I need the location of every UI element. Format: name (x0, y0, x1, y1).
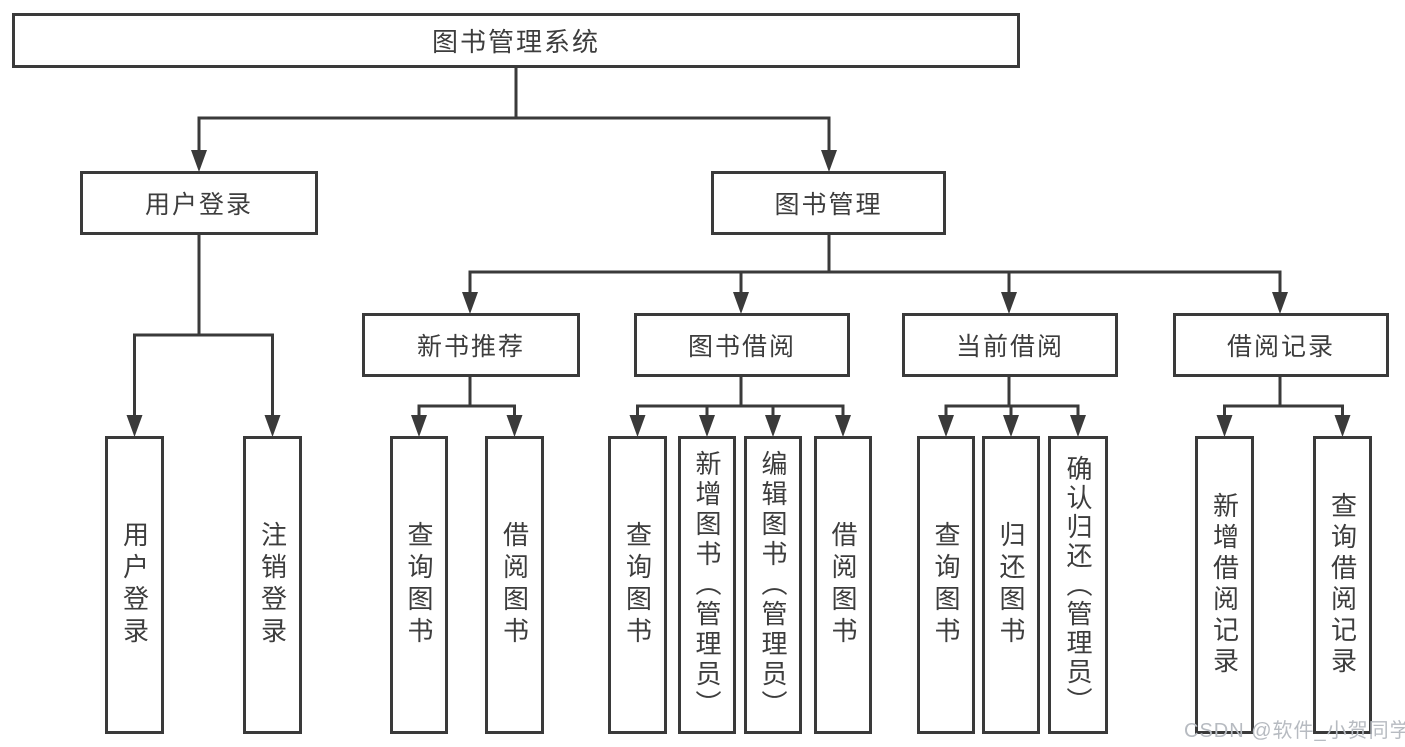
leaf-query-books-3: 查询图书 (917, 436, 975, 734)
leaf-query-books-2: 查询图书 (608, 436, 667, 734)
leaf-label: 查询图书 (931, 521, 961, 649)
leaf-query-borrow-record: 查询借阅记录 (1313, 436, 1372, 734)
leaf-borrow-books-2: 借阅图书 (814, 436, 872, 734)
csdn-watermark: CSDN @软件_小贺同学 (1184, 720, 1405, 742)
node-book-borrow: 图书借阅 (634, 313, 850, 377)
leaf-label: 新增图书（管理员） (692, 450, 722, 720)
leaf-label: 查询图书 (404, 521, 434, 649)
leaf-label: 注销登录 (257, 521, 288, 649)
leaf-label: 编辑图书（管理员） (758, 450, 788, 720)
leaf-label: 归还图书 (996, 521, 1026, 649)
node-label: 当前借阅 (955, 333, 1064, 361)
leaf-label: 确认归还（管理员） (1063, 454, 1093, 716)
leaf-label: 查询借阅记录 (1327, 492, 1358, 678)
node-new-book-recommend: 新书推荐 (362, 313, 580, 377)
node-root-system: 图书管理系统 (12, 13, 1020, 68)
leaf-label: 借阅图书 (828, 521, 858, 649)
leaf-label: 借阅图书 (499, 521, 530, 649)
node-label: 图书借阅 (687, 333, 796, 361)
node-user-login-branch: 用户登录 (80, 171, 318, 235)
leaf-return-books: 归还图书 (982, 436, 1040, 734)
node-book-management-branch: 图书管理 (711, 171, 946, 235)
node-root-label: 图书管理系统 (431, 27, 600, 57)
leaf-logout: 注销登录 (243, 436, 302, 734)
leaf-label: 查询图书 (622, 521, 653, 649)
node-label: 新书推荐 (416, 333, 525, 361)
leaf-user-login: 用户登录 (105, 436, 164, 734)
node-label: 借阅记录 (1226, 333, 1335, 361)
leaf-confirm-return-admin: 确认归还（管理员） (1048, 436, 1108, 734)
node-label: 图书管理 (774, 191, 883, 219)
leaf-add-books-admin: 新增图书（管理员） (678, 436, 736, 734)
node-current-borrow: 当前借阅 (902, 313, 1118, 377)
leaf-label: 用户登录 (119, 521, 150, 649)
node-label: 用户登录 (144, 191, 253, 219)
leaf-query-books-1: 查询图书 (390, 436, 448, 734)
node-borrow-records: 借阅记录 (1173, 313, 1389, 377)
leaf-add-borrow-record: 新增借阅记录 (1195, 436, 1254, 734)
leaf-borrow-books-1: 借阅图书 (485, 436, 544, 734)
leaf-label: 新增借阅记录 (1209, 492, 1240, 678)
leaf-edit-books-admin: 编辑图书（管理员） (744, 436, 802, 734)
